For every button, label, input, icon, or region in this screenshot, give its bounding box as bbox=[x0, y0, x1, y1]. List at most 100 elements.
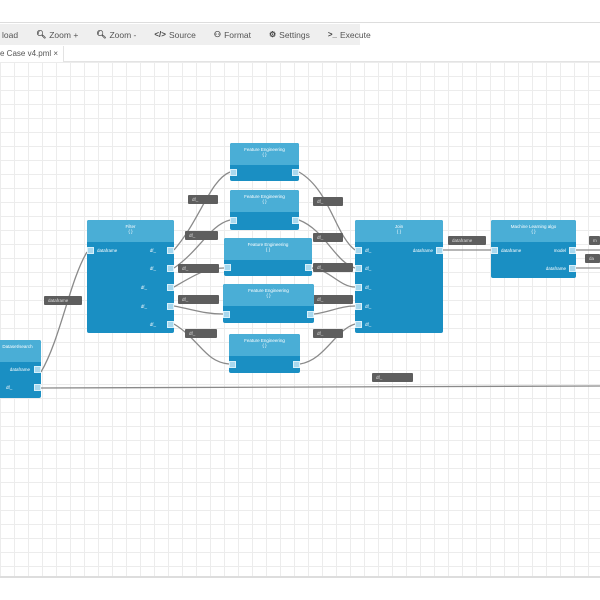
node-header: Dataset/search bbox=[0, 340, 41, 362]
input-port[interactable] bbox=[491, 247, 498, 254]
output-port[interactable] bbox=[34, 384, 41, 391]
node-title: Join bbox=[394, 224, 404, 229]
node-title: Feature Engineering bbox=[244, 147, 285, 152]
zoom-in-icon: 🔍︎ bbox=[36, 30, 47, 39]
edge-label: m bbox=[589, 236, 600, 245]
edge-label: dataframe bbox=[448, 236, 486, 245]
output-port[interactable] bbox=[305, 264, 312, 271]
port-label: df_ bbox=[149, 266, 156, 271]
output-port[interactable] bbox=[292, 217, 299, 224]
execute-label: Execute bbox=[340, 29, 371, 40]
output-port[interactable] bbox=[293, 361, 300, 368]
port-label: dataframe bbox=[9, 367, 30, 372]
edge-label: df_ bbox=[313, 295, 353, 304]
port-label: df_ bbox=[149, 322, 156, 327]
node-params: { } bbox=[396, 229, 402, 234]
output-port[interactable] bbox=[167, 247, 174, 254]
input-port[interactable] bbox=[355, 284, 362, 291]
node-header: Feature Engineering{ } bbox=[230, 190, 299, 212]
toolbar: load 🔍︎Zoom + 🔍︎Zoom - </>Source ⚇Format… bbox=[0, 24, 371, 45]
execute-button[interactable]: >_Execute bbox=[319, 30, 380, 40]
input-port[interactable] bbox=[230, 217, 237, 224]
settings-label: Settings bbox=[279, 29, 310, 40]
node-header: Feature Engineering{ } bbox=[223, 284, 314, 306]
input-port[interactable] bbox=[355, 321, 362, 328]
node-feature-engineering[interactable]: Feature Engineering{ } bbox=[230, 143, 299, 181]
format-button[interactable]: ⚇Format bbox=[205, 30, 260, 40]
output-port[interactable] bbox=[569, 247, 576, 254]
tab-file[interactable]: e Case v4.pml × bbox=[0, 46, 64, 62]
node-params: { } bbox=[262, 199, 267, 204]
input-port[interactable] bbox=[230, 169, 237, 176]
wire bbox=[173, 323, 230, 365]
port-label: dataframe bbox=[97, 248, 118, 253]
node-title: Machine Learning algo bbox=[510, 224, 557, 229]
output-port[interactable] bbox=[307, 311, 314, 318]
node-dataset[interactable]: Dataset/search dataframe df_ bbox=[0, 340, 41, 398]
zoom-out-button[interactable]: 🔍︎Zoom - bbox=[87, 30, 145, 40]
node-feature-engineering[interactable]: Feature Engineering{ } bbox=[223, 284, 314, 323]
node-feature-engineering[interactable]: Feature Engineering{ } bbox=[230, 190, 299, 230]
input-port[interactable] bbox=[223, 311, 230, 318]
zoom-out-label: Zoom - bbox=[109, 29, 137, 40]
port-label: df_ bbox=[365, 248, 372, 253]
node-header: Join{ } bbox=[355, 220, 443, 242]
input-port[interactable] bbox=[229, 361, 236, 368]
load-button[interactable]: load bbox=[0, 30, 27, 40]
node-title: Feature Engineering bbox=[244, 194, 285, 199]
settings-button[interactable]: ⚙Settings bbox=[260, 30, 319, 40]
node-join[interactable]: Join{ } df_ df_ df_ df_ df_ dataframe bbox=[355, 220, 443, 333]
input-port[interactable] bbox=[355, 247, 362, 254]
output-port[interactable] bbox=[436, 247, 443, 254]
source-label: Source bbox=[168, 29, 196, 40]
port-label: df_ bbox=[149, 248, 156, 253]
code-icon: </> bbox=[154, 30, 166, 39]
node-title: Feature Engineering bbox=[247, 242, 289, 247]
input-port[interactable] bbox=[87, 247, 94, 254]
port-label: model bbox=[553, 248, 566, 253]
port-label: dataframe bbox=[545, 266, 566, 271]
node-feature-engineering[interactable]: Feature Engineering{ } bbox=[229, 334, 300, 373]
close-icon[interactable]: × bbox=[53, 49, 59, 58]
node-feature-engineering[interactable]: Feature Engineering{ } bbox=[224, 238, 312, 276]
output-port[interactable] bbox=[569, 265, 576, 272]
node-filter[interactable]: Filter{ } dataframe df_ df_ df_ df_ df_ bbox=[87, 220, 174, 333]
tab-bar: e Case v4.pml × bbox=[0, 45, 600, 62]
node-params: { } bbox=[266, 293, 271, 298]
input-port[interactable] bbox=[224, 264, 231, 271]
output-port[interactable] bbox=[167, 284, 174, 291]
output-port[interactable] bbox=[167, 265, 174, 272]
input-port[interactable] bbox=[355, 265, 362, 272]
node-header: Feature Engineering{ } bbox=[224, 238, 312, 260]
edge-label: df_ bbox=[313, 329, 343, 338]
output-port[interactable] bbox=[167, 303, 174, 310]
input-port[interactable] bbox=[355, 303, 362, 310]
source-button[interactable]: </>Source bbox=[145, 30, 205, 40]
output-port[interactable] bbox=[34, 366, 41, 373]
port-label: df_ bbox=[365, 322, 372, 327]
output-port[interactable] bbox=[167, 321, 174, 328]
port-label: dataframe bbox=[412, 248, 433, 253]
port-label: df_ bbox=[140, 304, 147, 309]
port-label: df_ bbox=[365, 304, 372, 309]
port-label: dataframe bbox=[501, 248, 522, 253]
sitemap-icon: ⚇ bbox=[213, 30, 222, 39]
port-label: df_ bbox=[365, 285, 372, 290]
zoom-in-button[interactable]: 🔍︎Zoom + bbox=[27, 30, 87, 40]
node-machine-learning-algo[interactable]: Machine Learning algo{ } dataframe model… bbox=[491, 220, 576, 278]
terminal-icon: >_ bbox=[327, 30, 337, 39]
footer-area bbox=[0, 580, 600, 600]
output-port[interactable] bbox=[292, 169, 299, 176]
node-header: Feature Engineering{ } bbox=[229, 334, 300, 356]
gears-icon: ⚙ bbox=[268, 30, 277, 39]
node-params: { } bbox=[128, 229, 133, 234]
edge-label: dataframe bbox=[44, 296, 82, 305]
wire bbox=[299, 323, 356, 365]
node-params: { } bbox=[262, 343, 267, 348]
node-header: Machine Learning algo{ } bbox=[491, 220, 576, 242]
edge-label: df_ bbox=[178, 264, 219, 273]
edge-label: df_ bbox=[188, 195, 218, 204]
edge-label: da bbox=[585, 254, 600, 263]
edge-label: df_ bbox=[313, 233, 343, 242]
node-params: { } bbox=[531, 229, 536, 234]
